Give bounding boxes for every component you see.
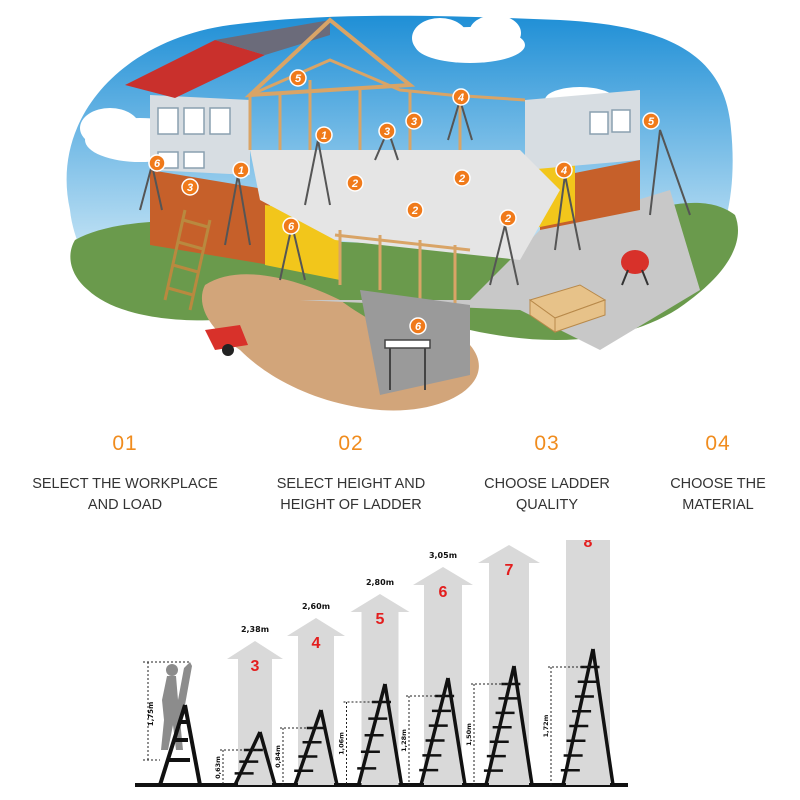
svg-text:3: 3	[384, 126, 390, 138]
max-height-label: 3,05m	[429, 551, 457, 560]
step-number: 02	[338, 432, 364, 455]
platform-height-label: 1,28m	[400, 729, 408, 752]
house-marker: 2	[499, 209, 517, 227]
house-marker: 1	[315, 126, 333, 144]
step-ladder	[560, 648, 615, 786]
step-number: 01	[112, 432, 138, 455]
house-marker: 4	[452, 88, 470, 106]
house-marker: 3	[405, 112, 423, 130]
platform-height-label: 1,72m	[542, 714, 550, 737]
lumber-stack	[528, 284, 607, 333]
step-number: 03	[534, 432, 560, 455]
ladder-step-count: 6	[439, 584, 448, 601]
max-height-label: 2,60m	[302, 602, 330, 611]
svg-text:5: 5	[648, 116, 655, 128]
ladder-column: 3,25m71,50m	[465, 545, 540, 786]
svg-text:4: 4	[560, 165, 567, 177]
svg-text:6: 6	[154, 158, 161, 170]
house-marker: 5	[289, 69, 307, 87]
platform-dimension	[406, 695, 446, 785]
ladder-column: 3,45m81,72m	[542, 540, 615, 786]
ladder-step-count: 5	[376, 611, 385, 628]
person-height-label: 1,75m	[147, 702, 155, 727]
ladder-step-count: 7	[505, 562, 514, 579]
step-label: SELECT HEIGHT AND HEIGHT OF LADDER	[276, 476, 426, 513]
house-marker: 2	[406, 201, 424, 219]
svg-text:5: 5	[295, 73, 302, 85]
house-marker: 6	[148, 154, 166, 172]
step-4: 04 CHOOSE THE MATERIAL	[618, 432, 800, 516]
roof-truss	[244, 17, 416, 98]
house-marker: 2	[346, 174, 364, 192]
height-arrow	[478, 545, 540, 785]
step-3: 03 CHOOSE LADDER QUALITY	[447, 432, 647, 516]
house-marker: 2	[453, 169, 471, 187]
svg-text:1: 1	[238, 165, 244, 177]
max-height-label: 2,80m	[366, 578, 394, 587]
platform-dimension	[280, 727, 319, 785]
platform-height-label: 0,63m	[214, 756, 222, 779]
svg-text:4: 4	[457, 92, 464, 104]
ladder-step-count: 8	[584, 540, 593, 551]
svg-text:2: 2	[504, 213, 511, 225]
house-marker: 4	[555, 161, 573, 179]
svg-text:3: 3	[187, 182, 193, 194]
svg-text:6: 6	[415, 321, 422, 333]
step-ladder	[233, 731, 277, 786]
svg-text:2: 2	[411, 205, 418, 217]
ladder-step-count: 3	[251, 658, 260, 675]
height-arrow	[287, 618, 345, 785]
platform-dimension	[471, 683, 512, 785]
ladder-column: 2,38m 3 0,63m	[214, 625, 283, 786]
step-label: SELECT THE WORKPLACE AND LOAD	[32, 476, 218, 513]
ladder-columns: 2,38m 3 0,63m 2,60m 4 0,84m 2,80m 5 1,06m 3,05m 6 1…	[214, 540, 615, 786]
house-marker: 1	[232, 161, 250, 179]
svg-text:3: 3	[411, 116, 417, 128]
house-marker: 3	[181, 178, 199, 196]
ladder-column: 2,60m 4 0,84m	[274, 602, 345, 786]
svg-text:1: 1	[321, 130, 327, 142]
wheelbarrow	[205, 325, 248, 356]
step-ladder	[483, 665, 534, 786]
platform-dimension	[220, 749, 258, 785]
step-number: 04	[705, 432, 731, 455]
max-height-label: 2,38m	[241, 625, 269, 634]
house-marker: 5	[642, 112, 660, 130]
platform-height-label: 1,06m	[338, 732, 346, 755]
interior-floor	[250, 150, 560, 260]
svg-text:2: 2	[458, 173, 465, 185]
house-marker: 6	[282, 217, 300, 235]
house-markers: 11122223334455666	[148, 69, 660, 335]
ladder-column: 2,80m 5 1,06m	[338, 578, 410, 786]
wooden-ladder	[163, 209, 212, 311]
person-step-ladder	[158, 704, 202, 786]
platform-height-label: 1,50m	[465, 723, 473, 746]
ladder-column: 3,05m 6 1,28m	[400, 551, 473, 786]
step-ladder	[356, 683, 404, 786]
roof-tiles	[125, 40, 265, 98]
house-marker: 3	[378, 122, 396, 140]
cement-mixer	[621, 250, 649, 286]
step-label: CHOOSE LADDER QUALITY	[484, 476, 610, 513]
height-arrow	[227, 641, 283, 785]
platform-dimension	[343, 701, 383, 785]
ladder-step-count: 4	[312, 635, 321, 652]
step-label: CHOOSE THE MATERIAL	[670, 476, 766, 513]
house-construction-illustration: 11122223334455666	[66, 15, 738, 411]
roof-structure	[215, 20, 330, 55]
platform-height-label: 0,84m	[274, 745, 282, 768]
basement	[360, 290, 470, 395]
svg-text:6: 6	[288, 221, 295, 233]
step-1: 01 SELECT THE WORKPLACE AND LOAD	[25, 432, 225, 516]
step-2: 02 SELECT HEIGHT AND HEIGHT OF LADDER	[251, 432, 451, 516]
height-arrow	[566, 540, 610, 785]
platform-dimension	[548, 666, 591, 785]
svg-text:2: 2	[351, 178, 358, 190]
house-marker: 6	[409, 317, 427, 335]
person-height-dimension	[143, 661, 190, 761]
person-silhouette	[161, 662, 192, 750]
ladder-height-diagram: 1,75m 2,38m 3 0,63m 2,60m 4 0,84m 2,80m 5 1,06m 3…	[135, 540, 628, 787]
